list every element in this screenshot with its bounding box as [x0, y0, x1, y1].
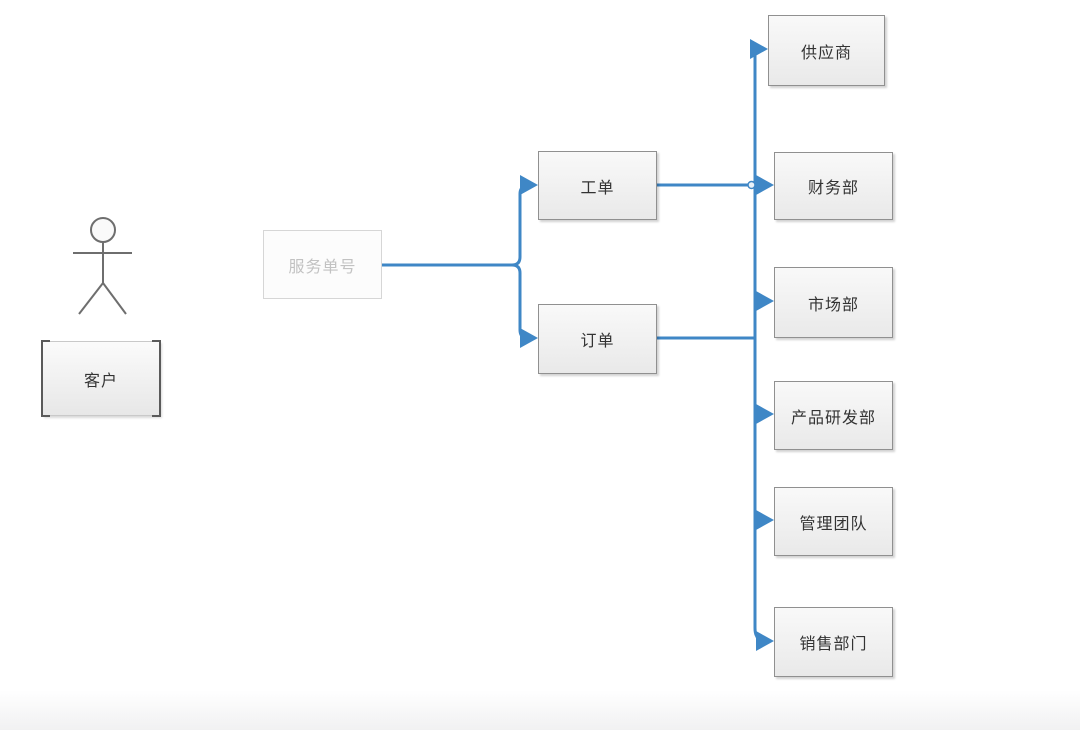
bracket-left-decoration [41, 340, 50, 417]
target-box-supplier[interactable]: 供应商 [768, 15, 885, 86]
service-order-box[interactable]: 服务单号 [263, 230, 382, 299]
arrowhead-to-finance [756, 175, 774, 195]
bracket-right-decoration [152, 340, 161, 417]
target-box-finance[interactable]: 财务部 [774, 152, 893, 220]
actor-customer[interactable] [60, 212, 150, 320]
arrowhead-to-product-rd [756, 404, 774, 424]
edge-service-order-to-order[interactable] [511, 263, 529, 340]
order-label: 订单 [580, 333, 615, 350]
edge-bus-line[interactable] [753, 50, 767, 643]
sales-label: 销售部门 [799, 636, 868, 653]
work-order-label: 工单 [580, 179, 615, 197]
work-order-box[interactable]: 工单 [538, 151, 657, 220]
supplier-label: 供应商 [800, 44, 852, 62]
arrowhead-to-sales [756, 631, 774, 651]
arrowhead-to-order [520, 328, 538, 348]
target-box-product-rd[interactable]: 产品研发部 [774, 381, 893, 450]
marketing-label: 市场部 [807, 296, 859, 314]
finance-label: 财务部 [807, 180, 859, 197]
arrowhead-to-management [756, 510, 774, 530]
target-box-management[interactable]: 管理团队 [774, 487, 893, 556]
arrowhead-to-marketing [756, 291, 774, 311]
actor-stick-figure-icon [73, 217, 132, 315]
service-order-label: 服务单号 [288, 258, 357, 276]
edge-service-order-to-work-order[interactable] [382, 183, 529, 267]
arrowhead-to-work-order [520, 175, 538, 195]
order-box[interactable]: 订单 [538, 304, 657, 374]
customer-label: 客户 [83, 372, 118, 390]
target-box-marketing[interactable]: 市场部 [774, 267, 893, 338]
management-label: 管理团队 [799, 515, 868, 533]
junction-dot [747, 180, 756, 190]
arrowhead-to-supplier [750, 39, 768, 59]
target-box-sales[interactable]: 销售部门 [774, 607, 893, 677]
customer-box[interactable]: 客户 [41, 340, 161, 417]
product-rd-label: 产品研发部 [790, 409, 876, 427]
